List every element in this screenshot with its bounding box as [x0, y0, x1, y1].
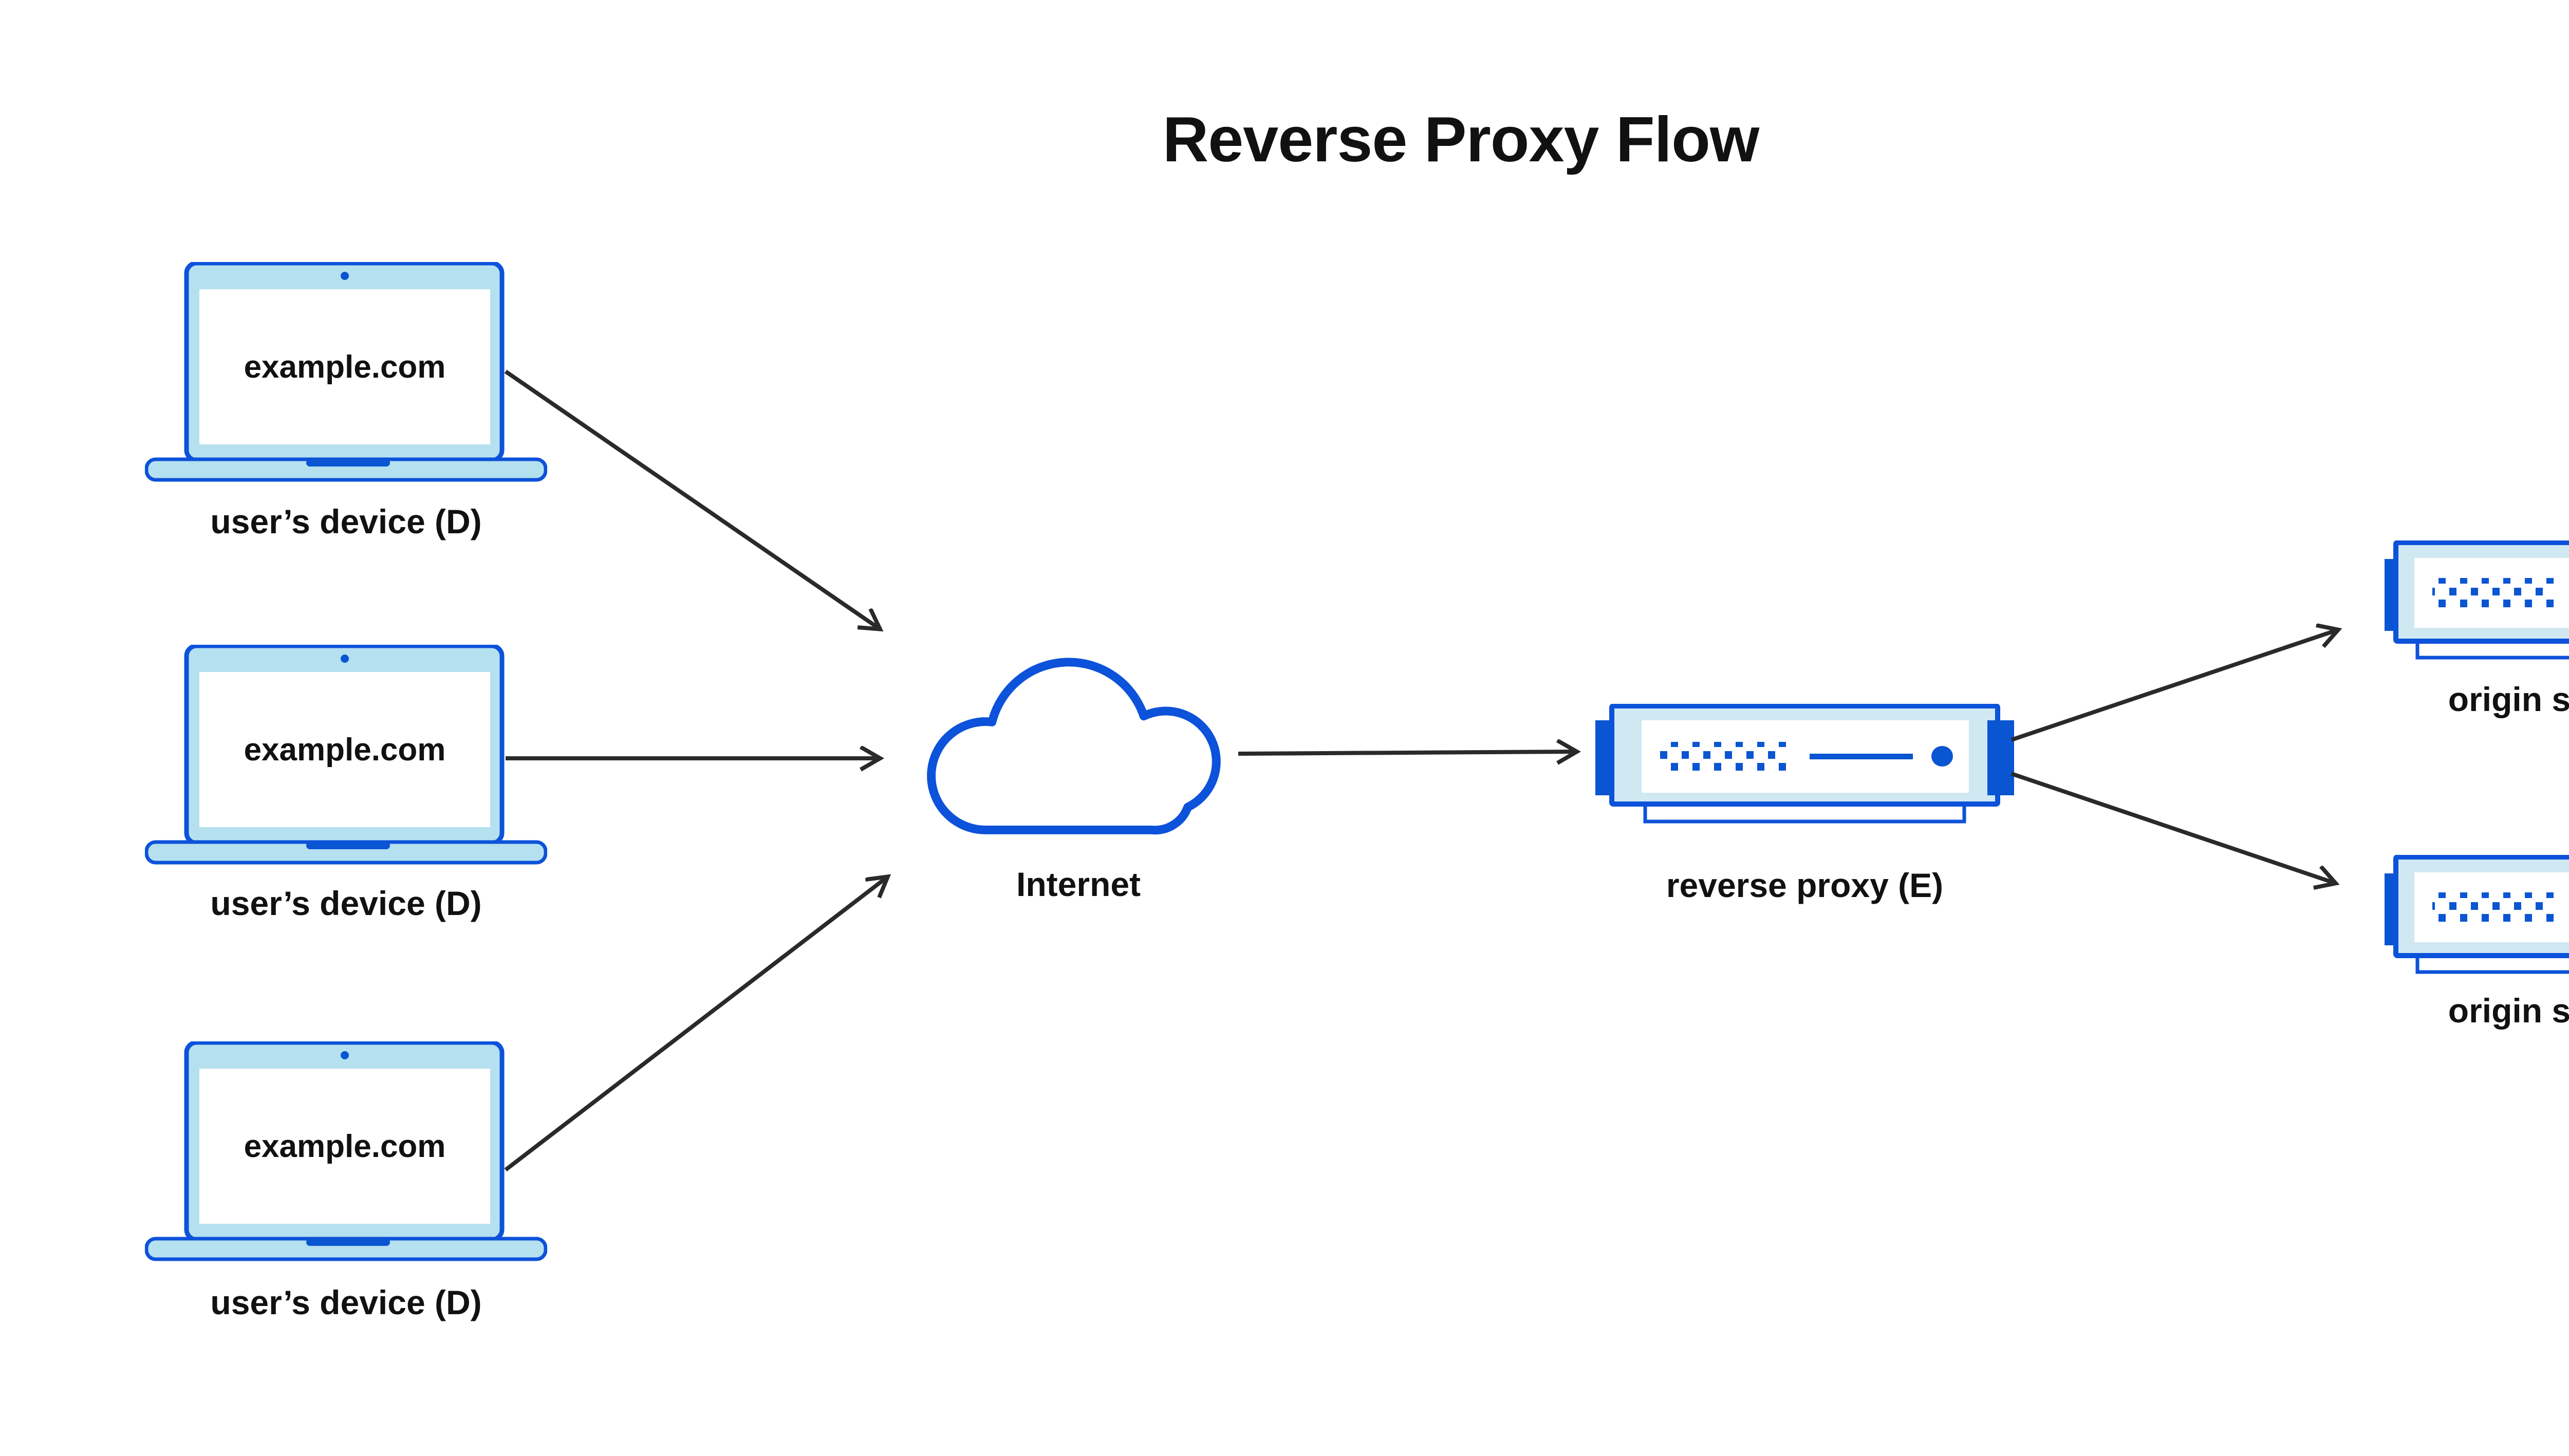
user-device-node-3: example.com user’s device (D) — [145, 1041, 547, 1329]
origin-server-label: origin server (F) — [2448, 992, 2569, 1030]
user-device-node-2: example.com user’s device (D) — [145, 645, 547, 932]
device-label: user’s device (D) — [210, 502, 482, 540]
server-power-led-icon — [1931, 746, 1953, 767]
cloud-shape — [927, 658, 1221, 835]
arrow-internet-to-proxy — [1238, 752, 1576, 754]
server-dot-grid-icon — [2432, 578, 2556, 609]
internet-cloud-node: Internet — [906, 650, 1221, 927]
arrow-device3-to-internet — [504, 877, 887, 1172]
laptop-notch — [306, 459, 390, 466]
internet-label: Internet — [1016, 865, 1141, 903]
origin-server-node-1: origin server (F) — [2385, 540, 2569, 746]
user-device-node-1: example.com user’s device (D) — [145, 262, 547, 550]
device-screen-text: example.com — [244, 1128, 446, 1164]
laptop-notch — [306, 1239, 390, 1246]
laptop-screen — [199, 672, 490, 827]
laptop-notch — [306, 842, 390, 849]
arrow-proxy-to-origin2 — [2010, 772, 2335, 883]
server-dot-grid-icon — [1660, 742, 1788, 774]
laptop-screen — [199, 289, 490, 444]
reverse-proxy-node: reverse proxy (E) — [1595, 704, 2014, 930]
device-label: user’s device (D) — [210, 1283, 482, 1321]
camera-dot-icon — [341, 1051, 349, 1059]
cloud-icon — [927, 658, 1221, 835]
arrow-proxy-to-origin1 — [2010, 630, 2338, 742]
server-icon — [1595, 704, 2014, 824]
device-screen-text: example.com — [244, 732, 446, 768]
origin-server-label: origin server (F) — [2448, 680, 2569, 718]
server-slot-line — [1810, 754, 1913, 759]
server-icon — [2385, 540, 2569, 660]
page-title: Reverse Proxy Flow — [1162, 104, 1760, 175]
camera-dot-icon — [341, 655, 349, 663]
server-side-tab-right — [1987, 720, 2014, 795]
device-label: user’s device (D) — [210, 884, 482, 922]
laptop-screen — [199, 1069, 490, 1224]
laptop-icon — [145, 262, 547, 482]
device-screen-text: example.com — [244, 349, 446, 385]
laptop-icon — [145, 1041, 547, 1261]
server-icon — [2385, 855, 2569, 974]
origin-server-node-2: origin server (F) — [2385, 855, 2569, 1060]
reverse-proxy-label: reverse proxy (E) — [1666, 866, 1944, 904]
arrow-device1-to-internet — [504, 369, 880, 629]
server-dot-grid-icon — [2432, 892, 2556, 923]
camera-dot-icon — [341, 272, 349, 280]
laptop-icon — [145, 645, 547, 865]
